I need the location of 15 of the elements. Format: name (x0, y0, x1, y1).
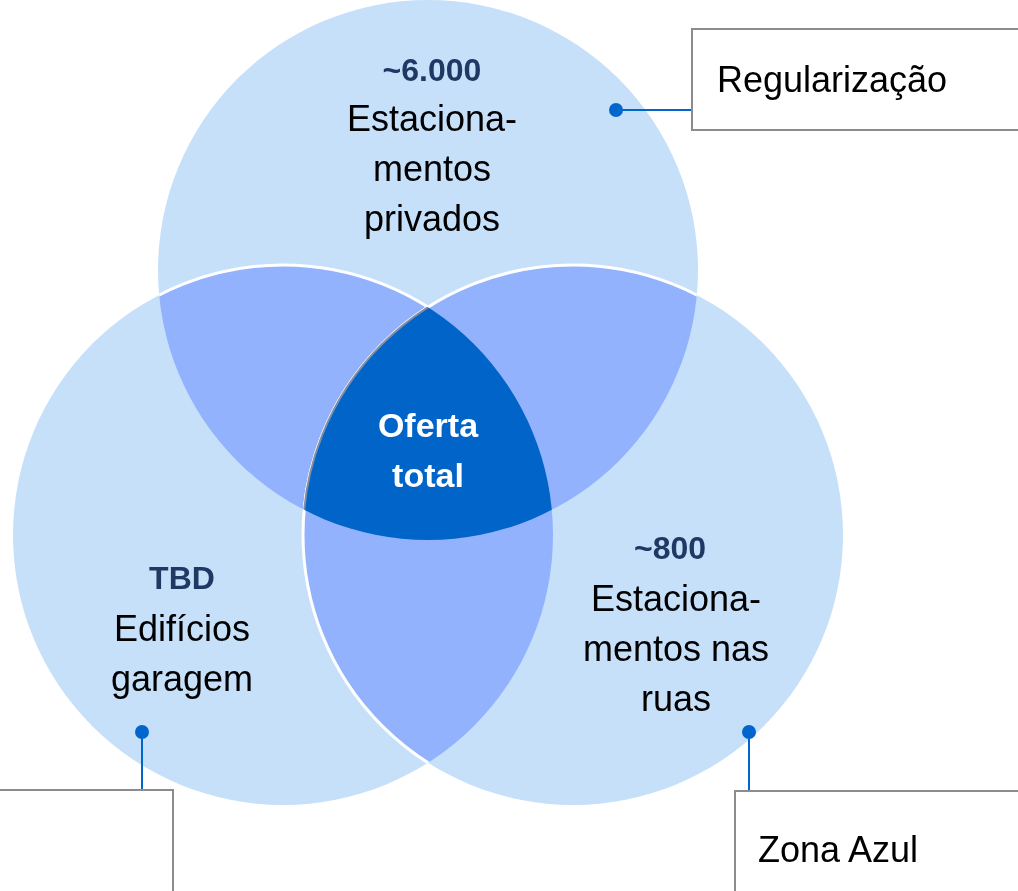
center-label: Oferta total (376, 405, 480, 496)
circle-label: Estaciona- mentos privados (345, 97, 519, 241)
count-value: TBD (149, 559, 215, 598)
callout-box (0, 789, 174, 891)
leader-line (135, 725, 149, 790)
count-value: ~6.000 (382, 51, 482, 90)
callout-text: Zona Azul (758, 828, 919, 872)
callout-box (734, 790, 1018, 891)
leader-line (742, 725, 756, 791)
leader-line (609, 103, 692, 117)
circle-label: Edifícios garagem (109, 607, 255, 701)
circle-label: Estaciona- mentos nas ruas (581, 577, 771, 721)
count-value: ~800 (633, 529, 707, 568)
callout-box (691, 28, 1018, 131)
callout-text: Regularização (717, 58, 948, 102)
